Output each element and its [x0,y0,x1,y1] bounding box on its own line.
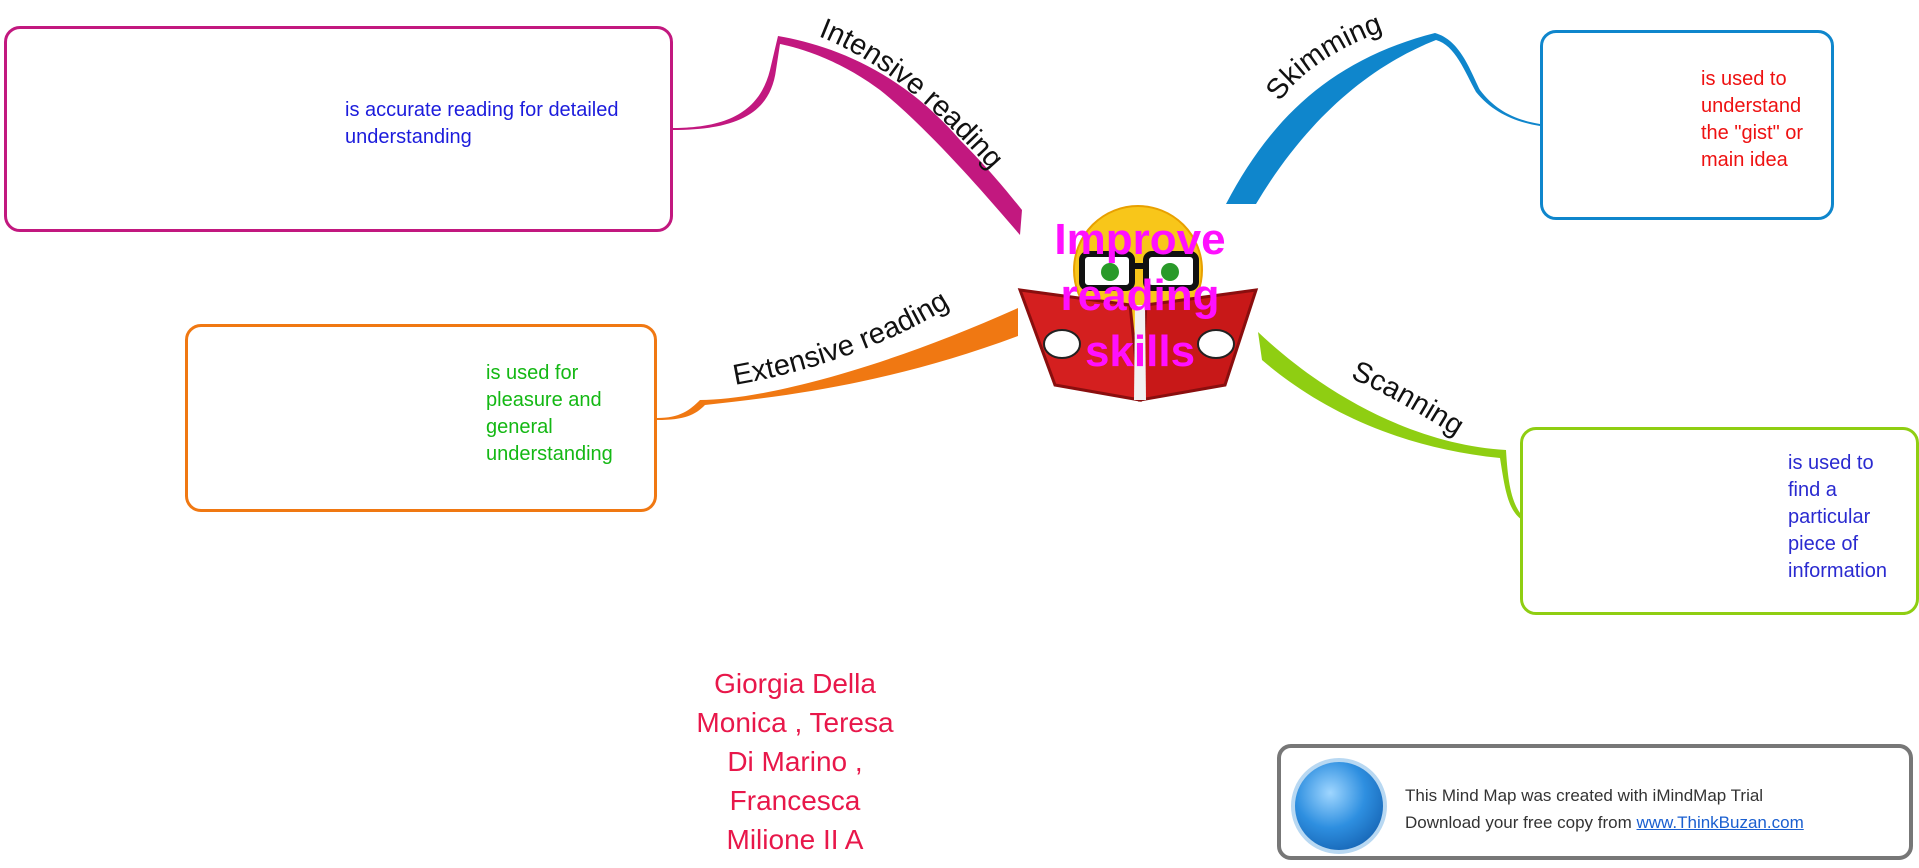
extensive-branch [657,308,1018,420]
skimming-node [1540,30,1834,220]
authors-line-2: Monica , Teresa [696,707,894,738]
imindmap-logo-icon [1291,758,1387,854]
authors-line-1: Giorgia Della [714,668,876,699]
scanning-description: is used to find a particular piece of in… [1788,452,1887,582]
central-title-line-3: skills [1084,327,1196,376]
emoji-reading-book-icon [1017,205,1259,402]
central-title-line-2: reading [1060,271,1220,320]
imindmap-trial-banner: This Mind Map was created with iMindMap … [1277,744,1913,860]
central-topic-title: Improve reading skills [1040,212,1240,380]
skimming-branch [1226,33,1540,204]
promo-line-2: Download your free copy from www.ThinkBu… [1405,809,1804,836]
extensive-reading-description: is used for pleasure and general underst… [486,362,613,465]
promo-line-2-prefix: Download your free copy from [1405,813,1637,832]
authors-line-4: Francesca [729,785,861,816]
authors-line-3: Di Marino , [727,746,863,777]
scanning-node [1520,427,1919,615]
promo-line-1: This Mind Map was created with iMindMap … [1405,786,1764,805]
authors-credit: Giorgia Della Monica , Teresa Di Marino … [660,664,930,859]
scanning-branch [1258,332,1524,520]
extensive-reading-node [185,324,657,512]
intensive-reading-description: is accurate reading for detailed underst… [345,99,619,148]
intensive-reading-node [4,26,673,232]
thinkbuzan-link[interactable]: www.ThinkBuzan.com [1636,813,1804,832]
intensive-branch-label: Intensive reading [815,13,1009,175]
promo-text: This Mind Map was created with iMindMap … [1405,782,1804,836]
skimming-description: is used to understand the "gist" or main… [1701,68,1804,171]
authors-line-5: Milione II A [726,824,864,855]
central-title-line-1: Improve [1054,215,1226,264]
intensive-branch [672,36,1022,235]
